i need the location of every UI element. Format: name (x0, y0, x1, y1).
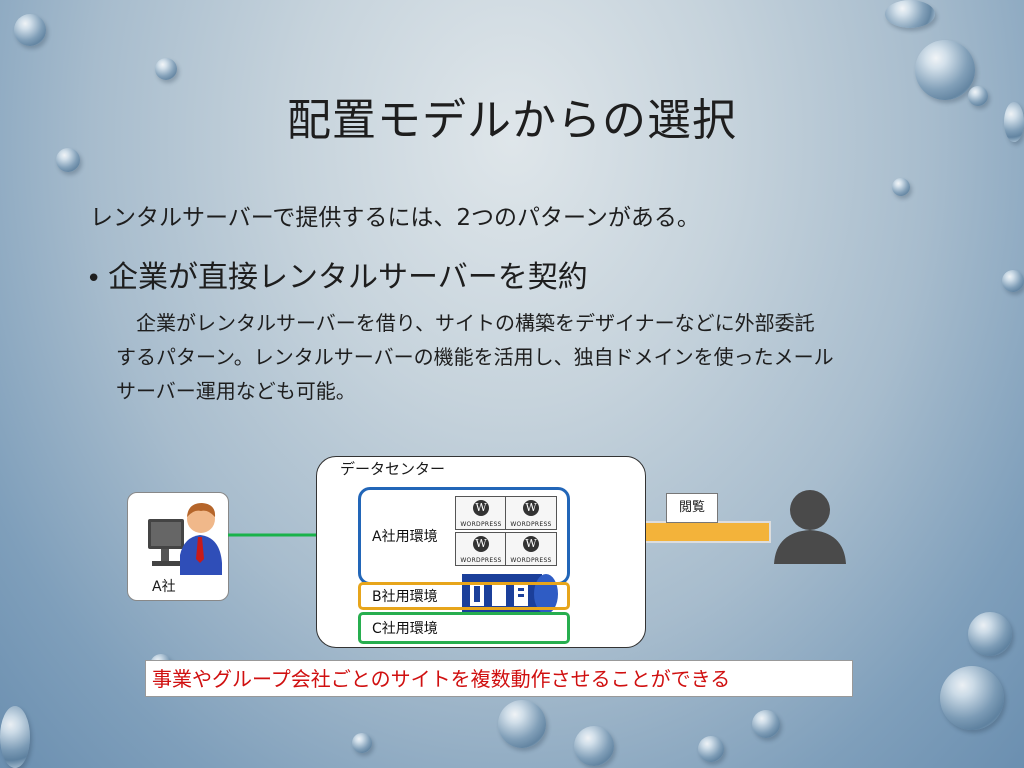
water-drop-decoration (14, 14, 46, 46)
company-a-label: A社 (152, 576, 176, 596)
person-icon (772, 488, 848, 568)
body-line: サーバー運用なども可能。 (116, 374, 946, 408)
bullet-dot-icon: • (86, 264, 108, 294)
computer-user-icon (128, 497, 228, 577)
water-drop-decoration (155, 58, 177, 80)
body-line: 企業がレンタルサーバーを借り、サイトの構築をデザイナーなどに外部委託 (116, 306, 946, 340)
lead-text: レンタルサーバーで提供するには、2つのパターンがある。 (90, 198, 700, 232)
water-drop-decoration (752, 710, 780, 738)
bullet-text: 企業が直接レンタルサーバーを契約 (108, 260, 588, 295)
slide-title: 配置モデルからの選択 (0, 84, 1024, 148)
water-drop-decoration (885, 0, 935, 28)
bullet-item: •企業が直接レンタルサーバーを契約 (86, 252, 588, 296)
water-drop-decoration (1002, 270, 1024, 292)
env-a-label: A社用環境 (372, 526, 438, 546)
water-drop-decoration (892, 178, 910, 196)
env-b-label: B社用環境 (372, 586, 438, 606)
water-drop-decoration (968, 612, 1012, 656)
water-drop-decoration (0, 706, 30, 768)
water-drop-decoration (352, 733, 372, 753)
water-drop-decoration (940, 666, 1004, 730)
datacenter-label: データセンター (340, 458, 445, 479)
note-box: 事業やグループ会社ごとのサイトを複数動作させることができる (145, 660, 853, 697)
water-drop-decoration (698, 736, 724, 762)
water-drop-decoration (498, 700, 546, 748)
water-drop-decoration (574, 726, 614, 766)
body-line: するパターン。レンタルサーバーの機能を活用し、独自ドメインを使ったメール (116, 340, 946, 374)
water-drop-decoration (56, 148, 80, 172)
env-c-label: C社用環境 (372, 618, 438, 638)
company-a-box: A社 (127, 492, 229, 601)
view-label-box: 閲覧 (666, 493, 718, 523)
body-text: 企業がレンタルサーバーを借り、サイトの構築をデザイナーなどに外部委託 するパター… (116, 306, 946, 408)
